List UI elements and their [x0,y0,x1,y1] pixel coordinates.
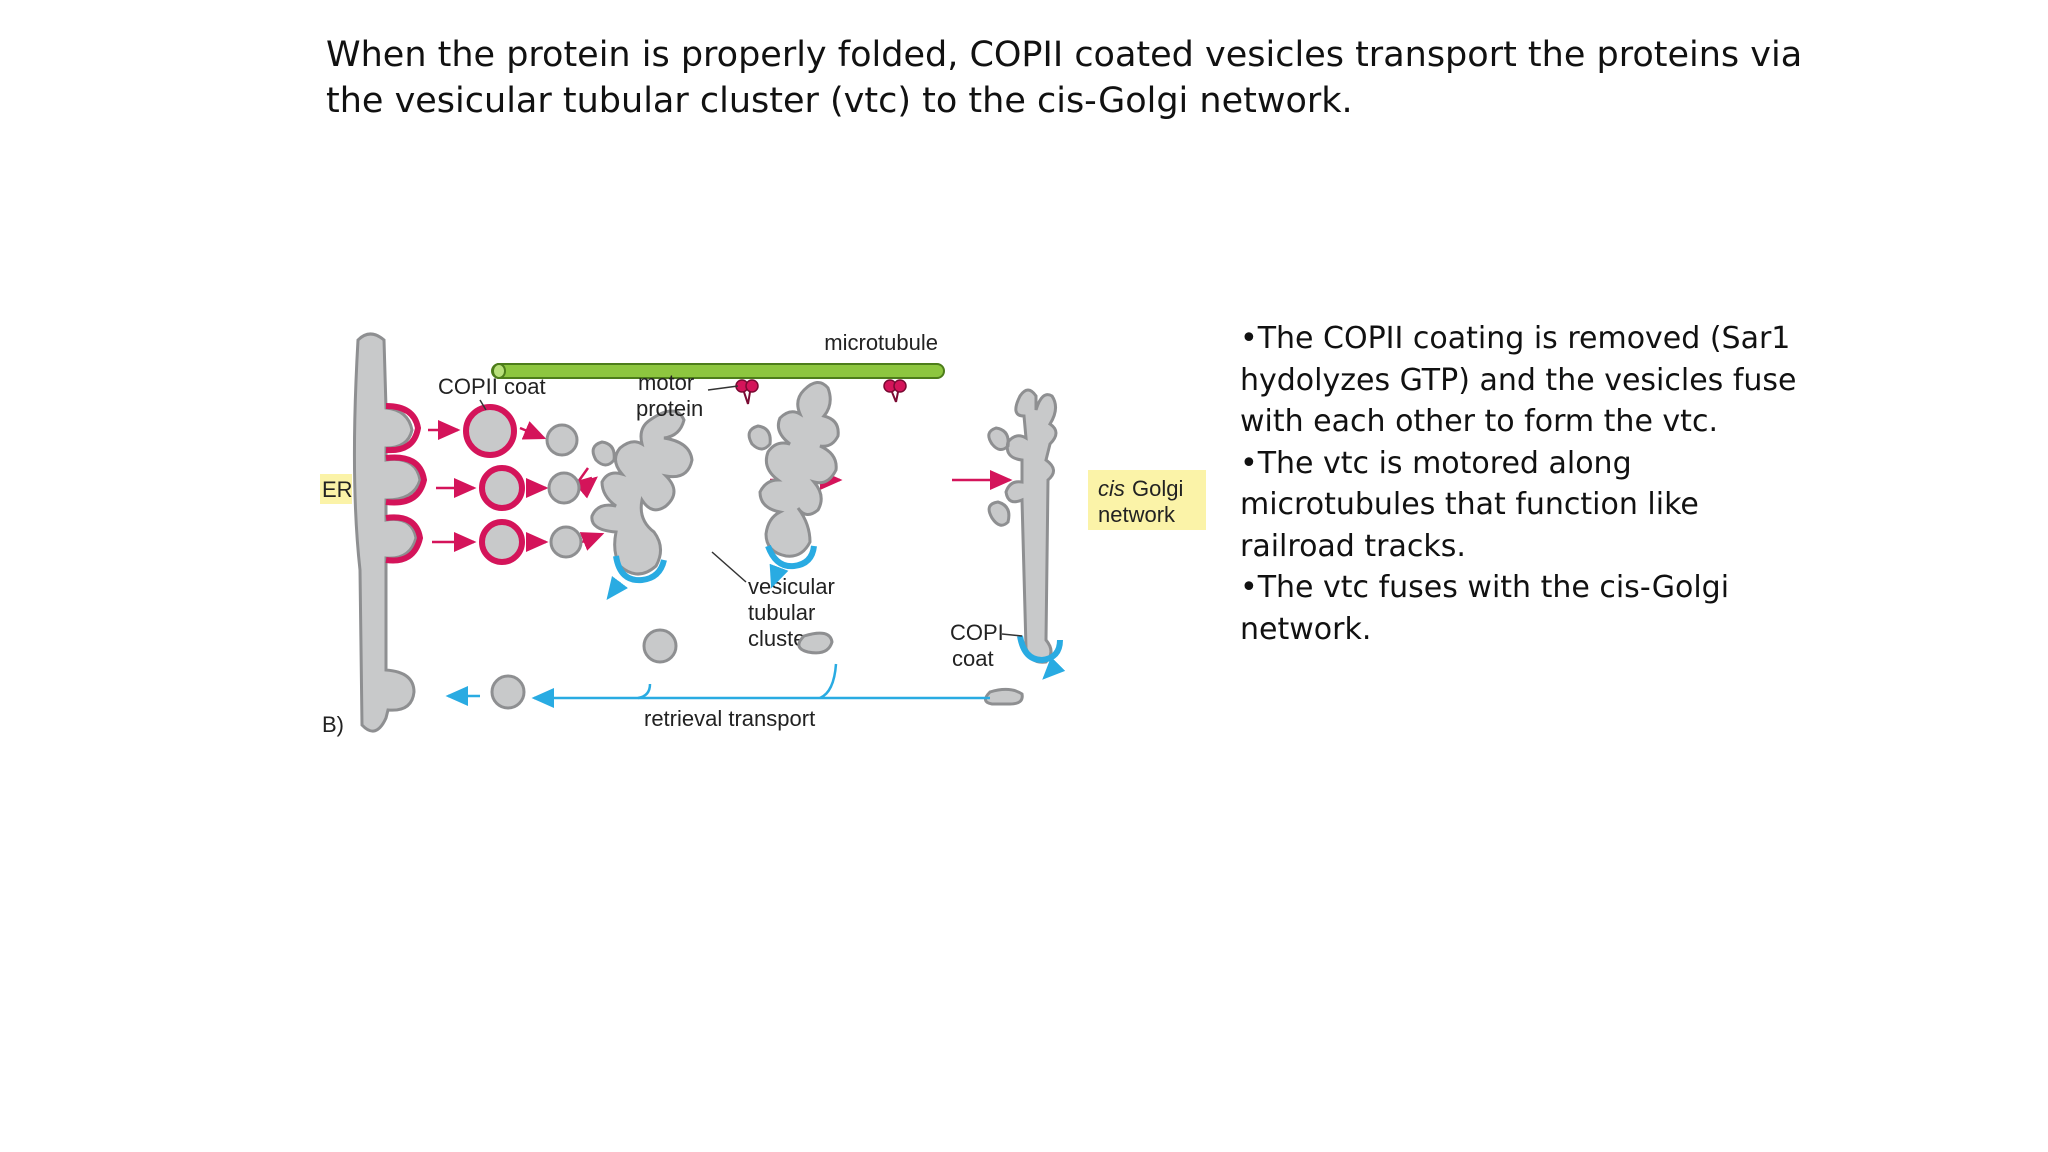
retrieval-transport-arrows [445,563,1066,708]
copii-buds-on-er [385,403,428,564]
microtubule [491,363,945,379]
copi-coat-label-line1: COPI [950,620,1004,645]
motor-proteins [735,379,907,405]
uncoated-vesicles [490,423,678,710]
golgi-label-line2: network [1098,502,1176,527]
bullet-item-1: •The COPII coating is removed (Sar1 hydo… [1240,321,1797,439]
motor-protein-label-line1: motor [638,370,694,395]
copii-transport-diagram: microtubule ER COPII coat [320,330,1206,737]
panel-label: B) [322,712,344,737]
golgi-label-line1: Golgi [1132,476,1183,501]
vtc-cluster-1 [590,409,694,576]
vtc-cluster-2 [747,381,840,558]
retrieval-transport-label: retrieval transport [644,706,815,731]
er-label-bg [320,474,352,504]
motor-protein-label-line2: protein [636,396,703,421]
cis-golgi-label-bg [1088,470,1206,530]
er-label: ER [322,477,353,502]
vtc-label-line2: tubular [748,600,815,625]
vtc-label-line1: vesicular [748,574,835,599]
cis-label: cis [1098,476,1125,501]
bullet-list: •The COPII coating is removed (Sar1 hydo… [1240,318,1800,650]
copi-coat-label-line2: coat [952,646,994,671]
copii-coated-vesicles [463,404,525,565]
er-membrane [352,332,422,733]
microtubule-label: microtubule [824,330,938,355]
bullet-item-2: •The vtc is motored along microtubules t… [1240,445,1699,564]
copi-vesicles [797,631,1024,706]
copii-coat-label: COPII coat [438,374,546,399]
bullet-item-3: •The vtc fuses with the cis-Golgi networ… [1240,570,1730,647]
slide-title: When the protein is properly folded, COP… [326,35,1803,121]
